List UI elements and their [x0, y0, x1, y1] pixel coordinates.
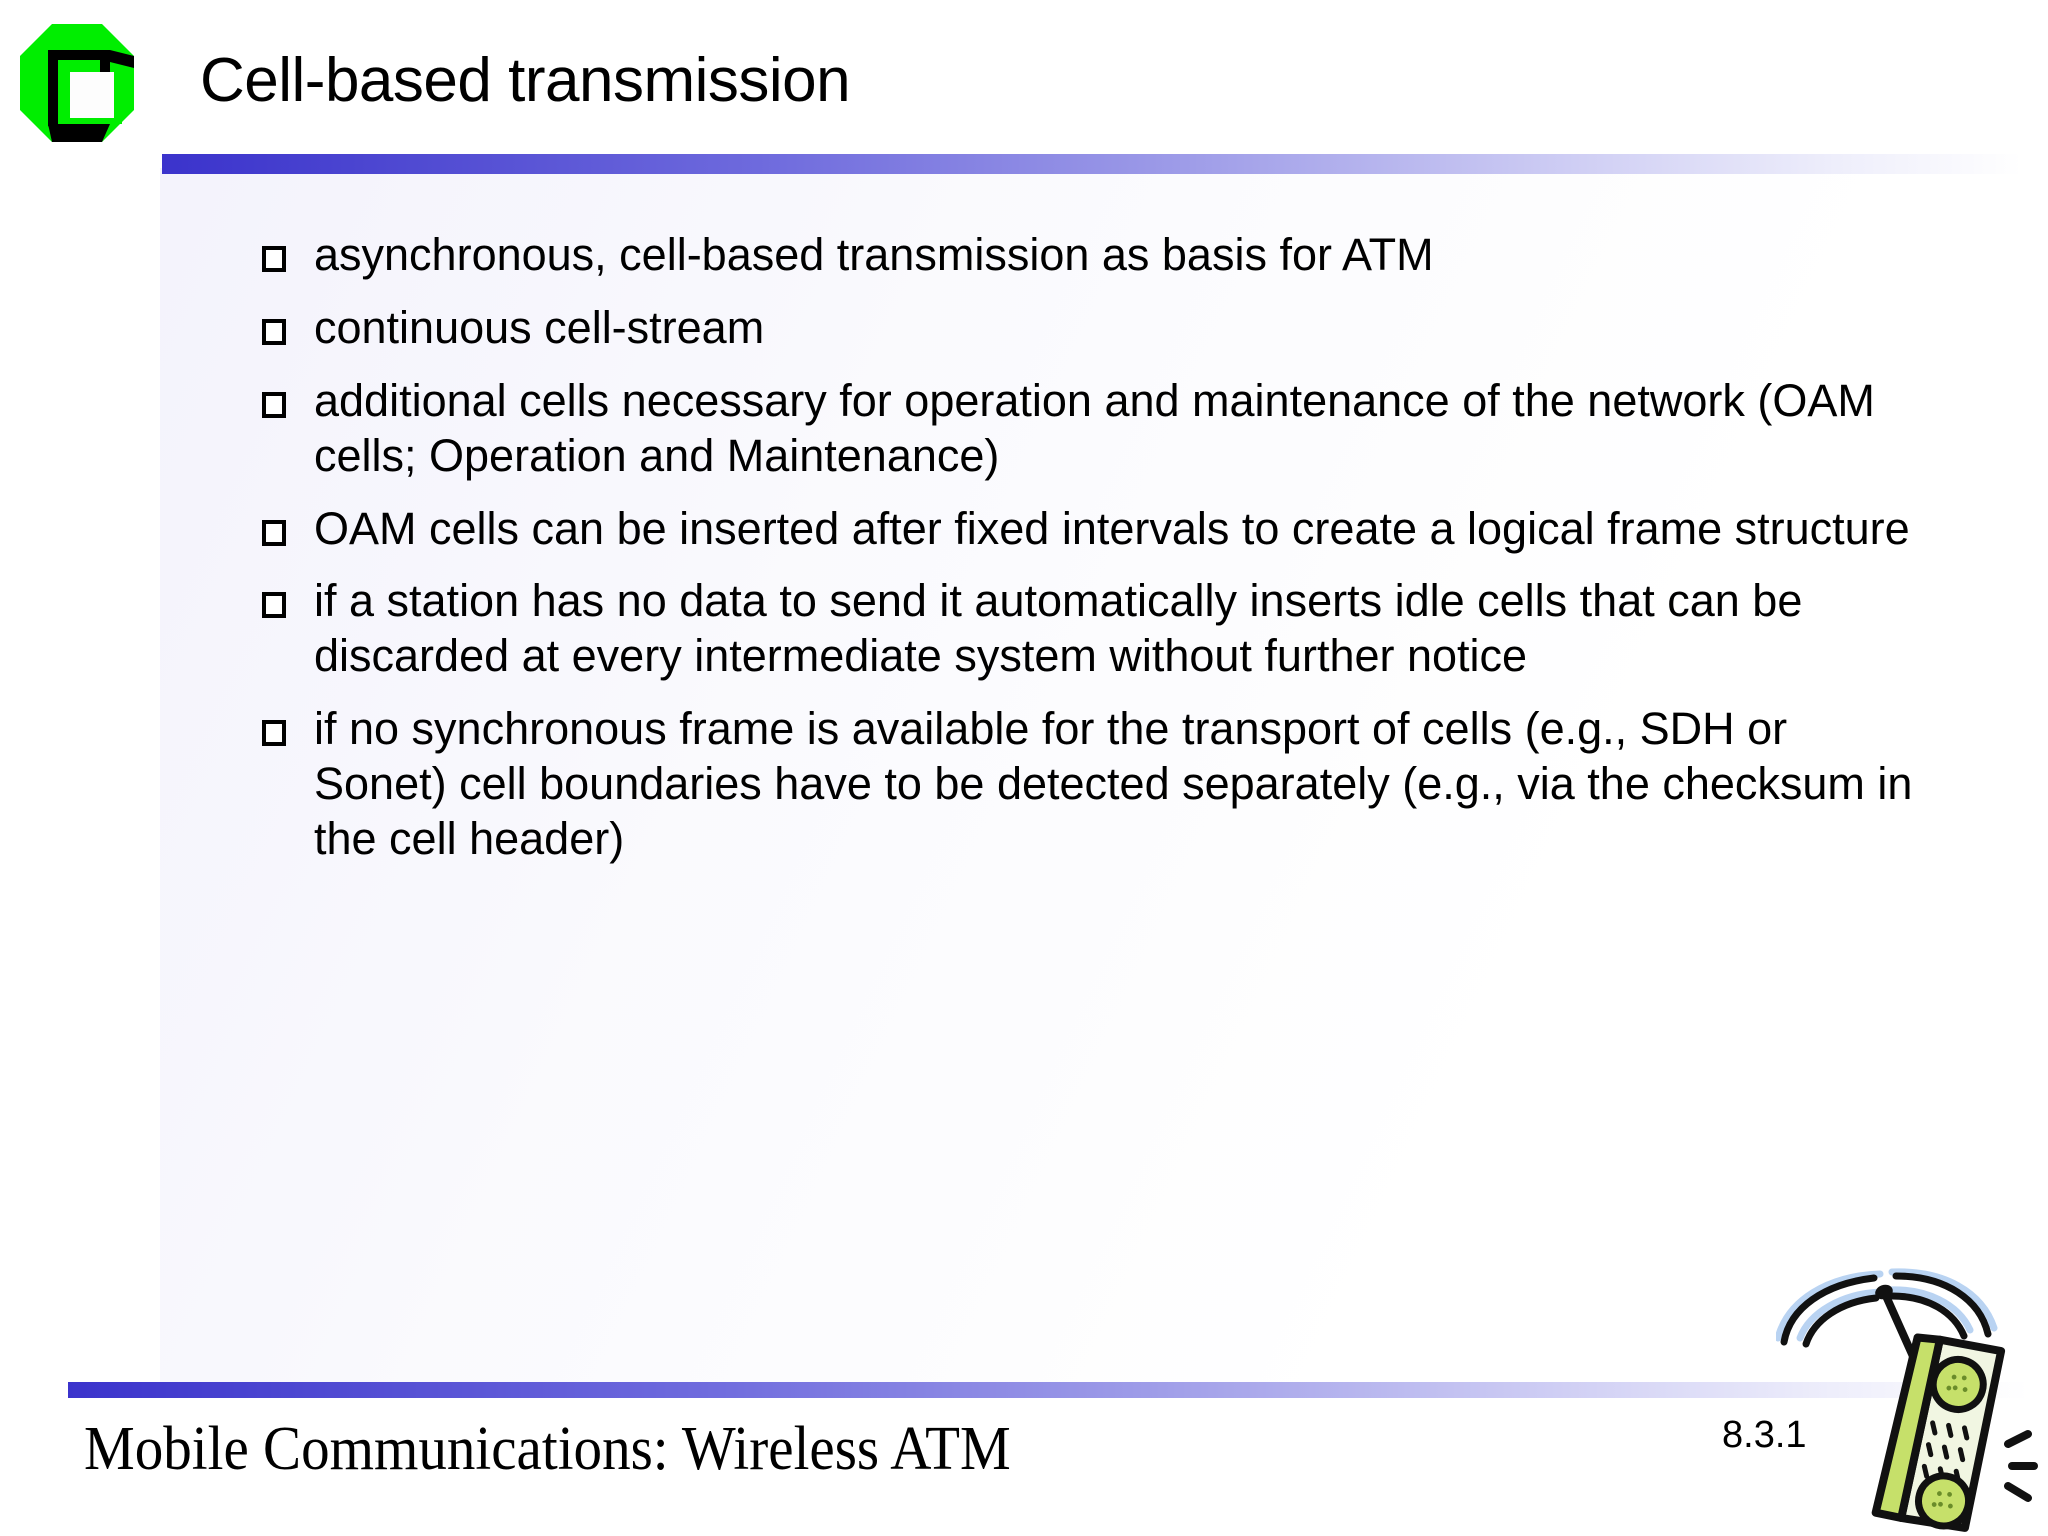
octagon-logo-icon [18, 22, 136, 144]
list-item-label: OAM cells can be inserted after fixed in… [314, 502, 1910, 554]
list-item-label: additional cells necessary for operation… [314, 374, 1875, 481]
footer-divider-rule [68, 1382, 2028, 1398]
hollow-square-bullet-icon [262, 391, 296, 426]
bullet-list: asynchronous, cell-based transmission as… [262, 228, 1922, 885]
list-item: OAM cells can be inserted after fixed in… [262, 502, 1922, 557]
list-item-label: asynchronous, cell-based transmission as… [314, 229, 1434, 280]
hollow-square-bullet-icon [262, 246, 296, 280]
list-item: if no synchronous frame is available for… [262, 702, 1922, 867]
list-item-label: if a station has no data to send it auto… [314, 575, 1803, 682]
footer-course-title: Mobile Communications: Wireless ATM [84, 1415, 1011, 1483]
list-item-label: if no synchronous frame is available for… [314, 703, 1913, 865]
hollow-square-bullet-icon [262, 720, 296, 755]
list-item: additional cells necessary for operation… [262, 374, 1922, 484]
list-item: continuous cell-stream [262, 301, 1922, 356]
hollow-square-bullet-icon [262, 318, 296, 353]
hollow-square-bullet-icon [262, 519, 296, 554]
list-item: asynchronous, cell-based transmission as… [262, 228, 1922, 283]
page-number: 8.3.1 [1722, 1414, 1807, 1456]
page-title: Cell-based transmission [200, 46, 851, 115]
header-divider-rule [162, 154, 2022, 174]
hollow-square-bullet-icon [262, 592, 296, 627]
list-item: if a station has no data to send it auto… [262, 574, 1922, 684]
list-item-label: continuous cell-stream [314, 301, 765, 353]
cordless-phone-with-radio-waves-icon [1776, 1226, 2048, 1536]
